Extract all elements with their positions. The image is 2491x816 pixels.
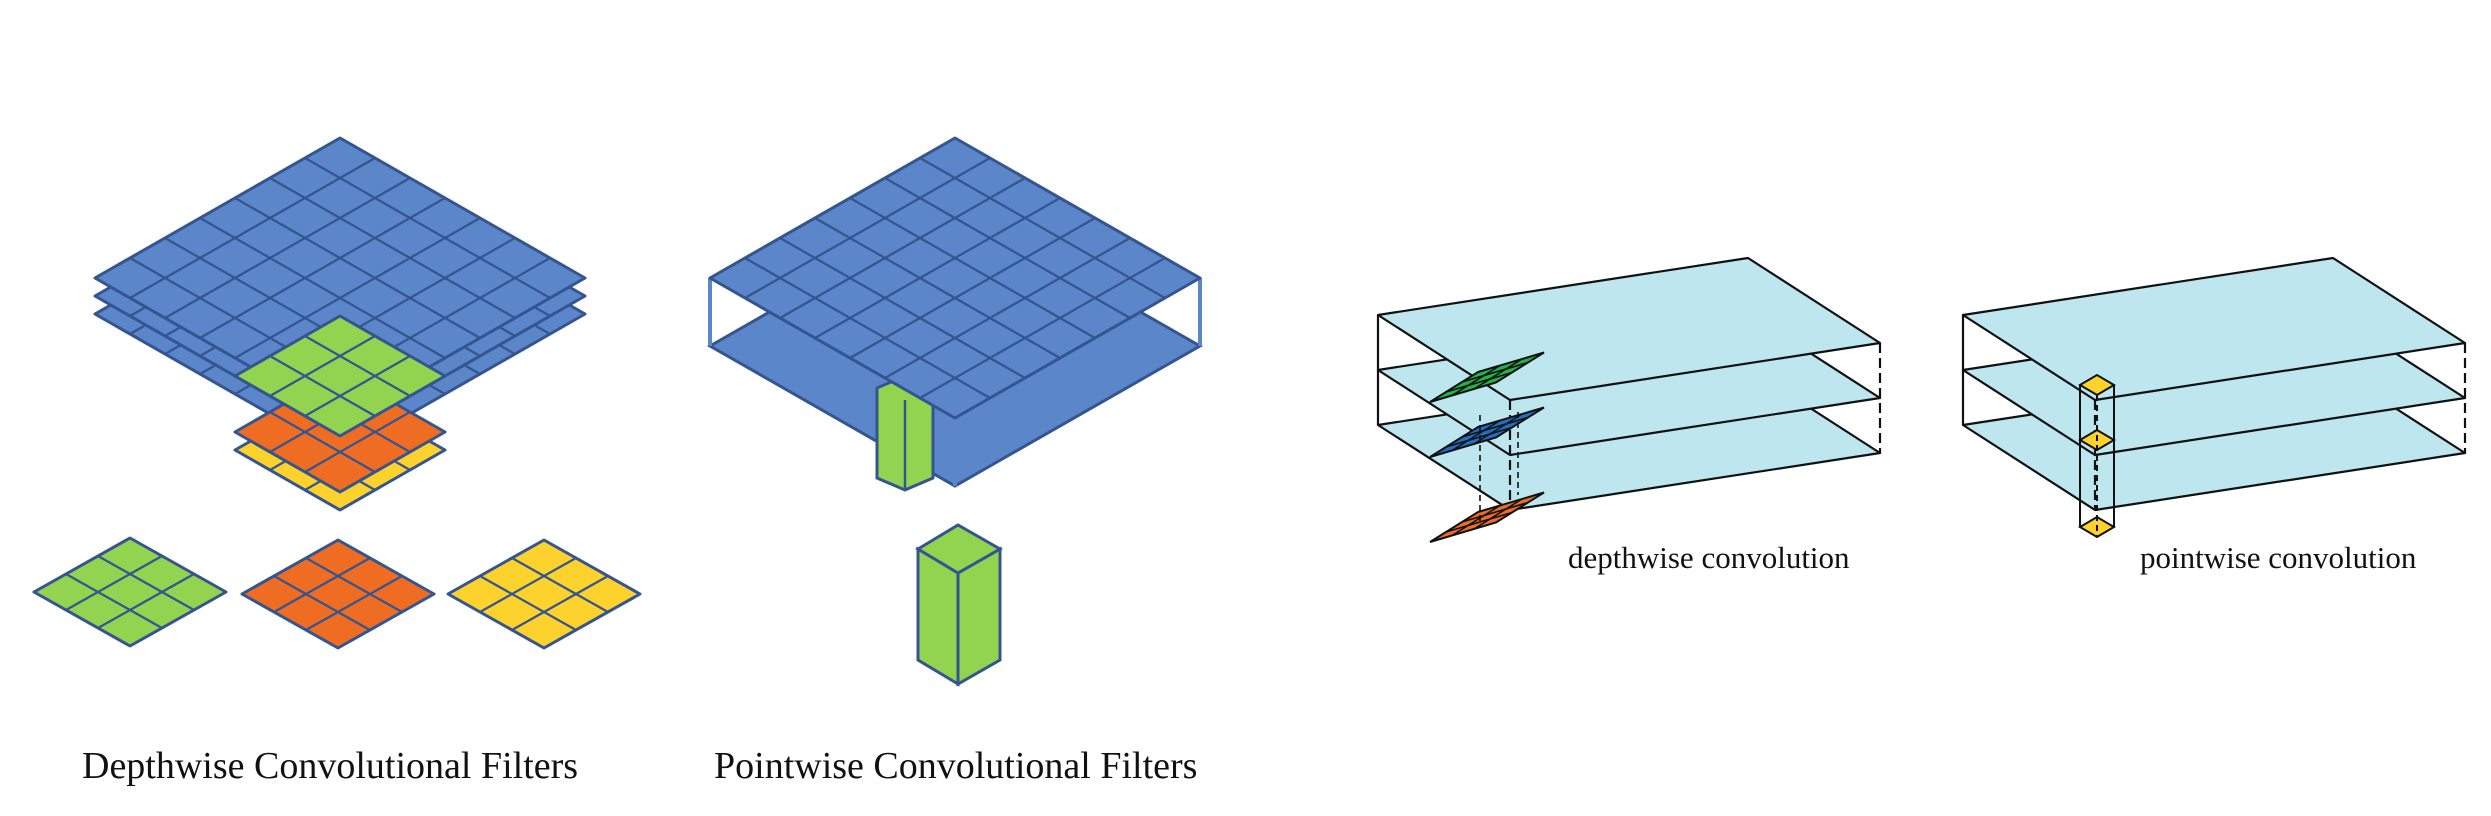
- filter-green-gridline: [65, 573, 163, 629]
- input-layer-3-gridline: [199, 197, 446, 339]
- filter-yellow-gridline: [479, 575, 577, 631]
- pointwise-top-face-gridline: [884, 237, 1131, 379]
- pointwise-top-face-gridline: [849, 197, 1096, 339]
- filter-yellow-face: [446, 538, 642, 650]
- pointwise-top-face: [708, 136, 1202, 420]
- filter-orange-gridline: [305, 575, 403, 631]
- input-layer-3-gridline: [164, 177, 411, 319]
- pointwise-top-face-gridline: [814, 197, 1061, 339]
- kernel-green-on-stack-gridline: [269, 335, 376, 397]
- filter-green-gridline: [97, 573, 195, 629]
- input-layer-3-gridline: [269, 177, 516, 319]
- filter-yellow-gridline: [511, 575, 609, 631]
- depthwise-filter-row: [32, 536, 642, 650]
- pointwise-input-block: [706, 136, 1204, 492]
- filter-orange-gridline: [305, 557, 403, 613]
- input-layer-3-gridline: [199, 217, 446, 359]
- depthwise-kernel-orange-gridline: [1451, 504, 1501, 537]
- depthwise-convolution-slabs: [1376, 256, 1882, 543]
- filter-green-face: [32, 536, 228, 648]
- filter-yellow-gridline: [479, 557, 577, 613]
- pointwise-top-face-face: [708, 136, 1202, 420]
- depthwise-kernel-orange-gridline: [1461, 501, 1529, 523]
- pointwise-top-face-gridline: [744, 157, 991, 299]
- depthwise-input-stack: [93, 136, 587, 512]
- filter-green: [32, 536, 228, 648]
- caption-depthwise-filters: Depthwise Convolutional Filters: [82, 745, 578, 787]
- depthwise-kernel-blue-gridline: [1445, 426, 1513, 448]
- filter-yellow: [446, 538, 642, 650]
- caption-depthwise-convolution: depthwise convolution: [1568, 540, 1850, 575]
- depthwise-kernel-orange-gridline: [1473, 498, 1523, 530]
- input-layer-3-gridline: [129, 157, 376, 299]
- pointwise-top-face-gridline: [919, 157, 1166, 299]
- pointwise-filter-top-face: [915, 523, 1004, 575]
- kernel-green-on-stack-gridline: [304, 335, 411, 397]
- depthwise-kernel-green-gridline: [1451, 364, 1501, 397]
- depthwise-kernel-orange-gridline: [1445, 511, 1513, 533]
- pointwise-convolution-slabs: [1961, 256, 2467, 539]
- depthwise-kernel-green-gridline: [1445, 371, 1513, 393]
- filter-green-gridline: [97, 555, 195, 611]
- pointwise-filter-column: [915, 523, 1004, 687]
- pointwise-top-face-gridline: [884, 177, 1131, 319]
- kernel-green-on-stack-gridline: [269, 355, 376, 417]
- pointwise-top-face-gridline: [814, 217, 1061, 359]
- input-layer-3-gridline: [234, 217, 481, 359]
- pointwise-top-face-gridline: [779, 177, 1026, 319]
- filter-orange-face: [240, 538, 436, 650]
- input-layer-3-gridline: [234, 197, 481, 339]
- filter-yellow-gridline: [511, 557, 609, 613]
- pointwise-top-face-gridline: [744, 257, 991, 399]
- pointwise-top-face-gridline: [779, 237, 1026, 379]
- input-layer-3-gridline: [304, 157, 551, 299]
- kernel-orange-on-stack-gridline: [304, 411, 411, 473]
- depthwise-kernel-orange: [1429, 491, 1545, 543]
- depthwise-kernel-blue-gridline: [1451, 419, 1501, 452]
- depthwise-kernel-green-gridline: [1461, 361, 1529, 383]
- kernel-green-on-stack: [233, 314, 447, 438]
- kernel-orange-on-stack-gridline: [269, 411, 376, 473]
- kernel-green-on-stack-gridline: [304, 355, 411, 417]
- filter-orange-gridline: [273, 575, 371, 631]
- pointwise-top-face-gridline: [919, 257, 1166, 399]
- caption-pointwise-filters: Pointwise Convolutional Filters: [714, 745, 1197, 787]
- filter-green-gridline: [65, 555, 163, 611]
- filter-orange: [240, 538, 436, 650]
- caption-pointwise-convolution: pointwise convolution: [2140, 540, 2417, 575]
- depthwise-kernel-blue-gridline: [1461, 416, 1529, 438]
- filter-orange-gridline: [273, 557, 371, 613]
- pointwise-top-face-gridline: [849, 217, 1096, 359]
- depthwise-kernel-green-gridline: [1473, 358, 1523, 390]
- depthwise-kernel-blue-gridline: [1473, 413, 1523, 445]
